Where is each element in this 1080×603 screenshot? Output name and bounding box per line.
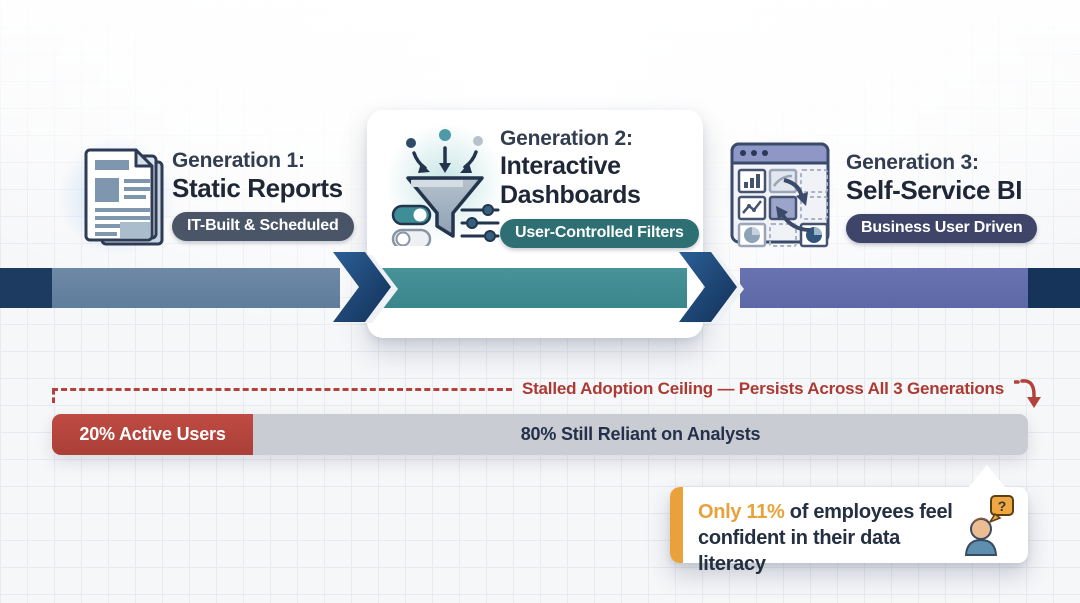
person-question-icon: ? xyxy=(964,495,1014,556)
timeline-start-cap xyxy=(0,268,52,308)
filter-funnel-icon xyxy=(388,120,502,250)
chevron-arrow-icon xyxy=(333,252,398,323)
dashboard-grid-icon xyxy=(724,134,836,252)
generation-2-section: Generation 2: Interactive Dashboards Use… xyxy=(500,126,699,248)
svg-text:?: ? xyxy=(998,498,1007,514)
adoption-bar: 20% Active Users 80% Still Reliant on An… xyxy=(52,414,1028,455)
reliant-on-analysts-segment: 80% Still Reliant on Analysts xyxy=(253,414,1028,455)
callout-accent-bar xyxy=(670,487,683,563)
timeline-end-cap xyxy=(1028,268,1080,308)
generation-2-badge: User-Controlled Filters xyxy=(500,219,699,248)
generation-1-section: Generation 1: Static Reports IT-Built & … xyxy=(172,148,354,241)
generation-1-label: Generation 1: xyxy=(172,149,305,172)
data-literacy-callout: Only 11% of employees feel confident in … xyxy=(670,465,1028,575)
ceiling-dashed-line xyxy=(52,387,512,391)
active-users-segment: 20% Active Users xyxy=(52,414,254,455)
stacked-documents-icon xyxy=(58,136,176,258)
callout-text: Only 11% of employees feel confident in … xyxy=(683,487,964,575)
ceiling-label: Stalled Adoption Ceiling — Persists Acro… xyxy=(521,379,1004,398)
generation-3-section: Generation 3: Self-Service BI Business U… xyxy=(846,150,1038,243)
generation-1-name: Static Reports xyxy=(172,173,343,203)
timeline-segment-gen1 xyxy=(52,268,340,308)
generation-3-name: Self-Service BI xyxy=(846,175,1023,205)
callout-pointer xyxy=(968,465,1006,488)
hook-down-arrow-icon xyxy=(1014,379,1041,408)
generation-3-label: Generation 3: xyxy=(846,151,979,174)
adoption-ceiling: Stalled Adoption Ceiling — Persists Acro… xyxy=(52,378,1042,408)
callout-text-line2: confident in their data literacy xyxy=(698,527,900,575)
generation-2-name: Interactive Dashboards xyxy=(500,152,641,209)
generation-3-badge: Business User Driven xyxy=(846,214,1038,243)
timeline-segment-gen2 xyxy=(375,268,687,308)
generation-1-badge: IT-Built & Scheduled xyxy=(172,212,354,241)
callout-highlight: Only 11% xyxy=(698,501,785,523)
generation-2-label: Generation 2: xyxy=(500,127,633,150)
chevron-arrow-icon xyxy=(679,252,744,323)
timeline-segment-gen3 xyxy=(740,268,1028,308)
callout-text-after: of employees feel xyxy=(784,501,953,523)
